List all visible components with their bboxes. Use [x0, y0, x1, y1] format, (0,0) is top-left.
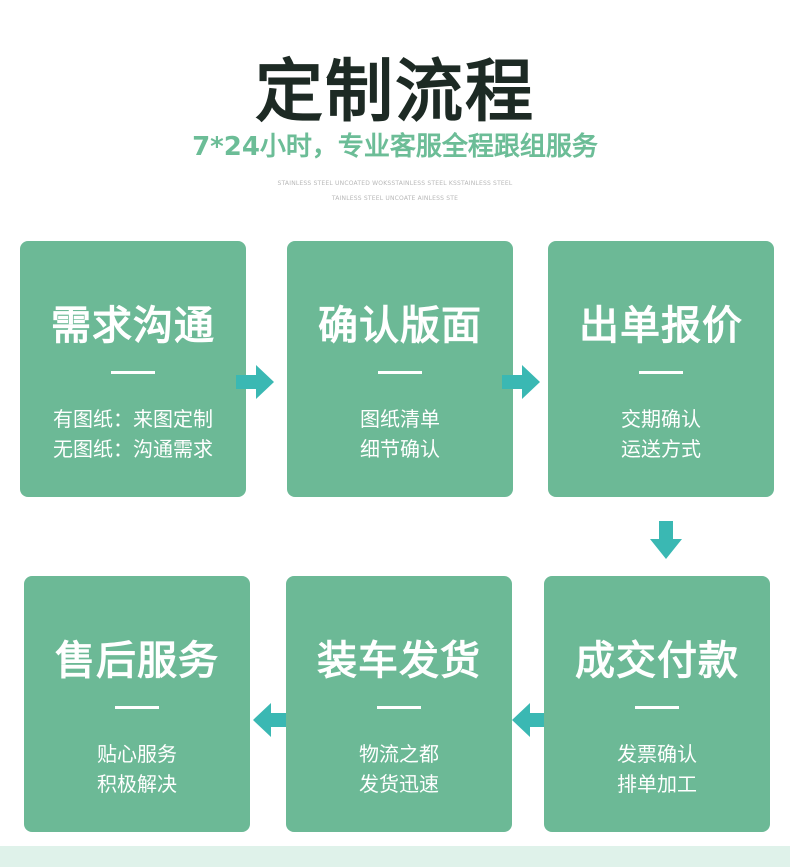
step-card-confirm-layout: 确认版面 图纸清单 细节确认 — [287, 241, 513, 497]
step-detail: 运送方式 — [621, 437, 701, 461]
step-detail: 图纸清单 — [360, 407, 440, 431]
step-detail: 发票确认 — [617, 742, 697, 766]
step-detail: 积极解决 — [97, 772, 177, 796]
step-detail: 细节确认 — [360, 437, 440, 461]
step-card-requirement: 需求沟通 有图纸：来图定制 无图纸：沟通需求 — [20, 241, 246, 497]
step-card-after-sales: 售后服务 贴心服务 积极解决 — [24, 576, 250, 832]
page-title: 定制流程 — [254, 53, 535, 132]
step-detail: 交期确认 — [621, 407, 701, 431]
step-detail: 物流之都 — [359, 742, 439, 766]
step-title: 需求沟通 — [51, 303, 215, 349]
page-subtitle: 7*24小时，专业客服全程跟组服务 — [192, 132, 598, 162]
step-title: 售后服务 — [55, 638, 219, 684]
decorative-fine-text: TAINLESS STEEL UNCOATE AINLESS STE — [331, 195, 459, 202]
arrow-down-icon — [650, 521, 682, 559]
step-title: 出单报价 — [579, 303, 743, 349]
step-detail: 有图纸：来图定制 — [53, 407, 213, 431]
step-divider — [115, 706, 159, 709]
step-detail: 贴心服务 — [97, 742, 177, 766]
step-divider — [111, 371, 155, 374]
step-title: 成交付款 — [575, 638, 739, 684]
step-card-payment: 成交付款 发票确认 排单加工 — [544, 576, 770, 832]
step-divider — [378, 371, 422, 374]
step-detail: 排单加工 — [617, 772, 697, 796]
step-divider — [635, 706, 679, 709]
decorative-fine-text: STAINLESS STEEL UNCOATED WOKSSTAINLESS S… — [277, 180, 513, 187]
step-card-quotation: 出单报价 交期确认 运送方式 — [548, 241, 774, 497]
arrow-right-icon — [236, 365, 274, 399]
bottom-decorative-band — [0, 846, 790, 867]
step-detail: 发货迅速 — [359, 772, 439, 796]
arrow-right-icon — [502, 365, 540, 399]
step-title: 装车发货 — [317, 638, 481, 684]
arrow-left-icon — [512, 703, 550, 737]
step-divider — [377, 706, 421, 709]
step-divider — [639, 371, 683, 374]
step-title: 确认版面 — [318, 303, 482, 349]
arrow-left-icon — [253, 703, 291, 737]
step-detail: 无图纸：沟通需求 — [53, 437, 213, 461]
step-card-shipping: 装车发货 物流之都 发货迅速 — [286, 576, 512, 832]
